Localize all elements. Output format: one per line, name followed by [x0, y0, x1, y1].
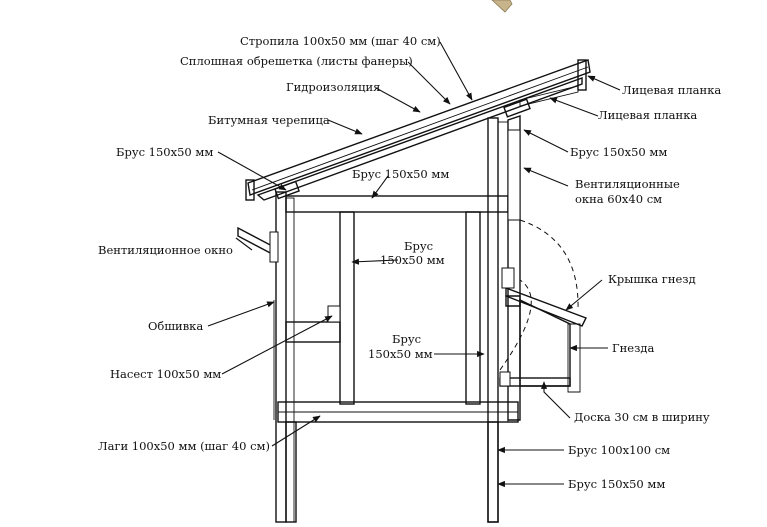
label-fascia-bottom: Лицевая планка	[598, 108, 697, 122]
nest-support	[501, 267, 515, 289]
vent-opening	[507, 129, 521, 221]
fascia-right	[577, 59, 587, 91]
label-rafters: Стропила 100х50 мм (шаг 40 см)	[240, 34, 441, 48]
leader-fascia-top	[587, 75, 621, 91]
nest-box	[519, 298, 571, 387]
labels: Стропила 100х50 мм (шаг 40 см) Сплошная …	[98, 34, 721, 491]
roof-inner-line	[251, 66, 589, 191]
vent-swing-arc	[519, 219, 579, 311]
leader-sheathing	[407, 61, 451, 105]
label-vents-line2: окна 60х40 см	[575, 192, 662, 206]
label-beam-center-line1: Брус	[404, 239, 433, 253]
leader-fascia-bottom	[549, 97, 599, 117]
leader-waterproofing	[375, 87, 421, 113]
leader-joists	[271, 415, 321, 447]
nest-board-end	[499, 371, 511, 387]
rafter-block-right	[503, 98, 531, 118]
label-vent-window: Вентиляционное окно	[98, 243, 233, 257]
leader-beam-right	[523, 129, 569, 153]
label-nests: Гнезда	[612, 341, 654, 355]
label-beam-bottom: Брус 150х50 мм	[568, 477, 665, 491]
label-nest-lid: Крышка гнезд	[608, 272, 696, 286]
leader-vents	[523, 167, 569, 187]
label-beam-100: Брус 100х100 см	[568, 443, 670, 457]
fascia-right-trim	[519, 85, 579, 107]
nests	[499, 267, 587, 393]
leader-perch	[221, 315, 333, 375]
leader-board	[540, 381, 571, 419]
nest-dash-left	[499, 279, 532, 371]
right-post	[487, 117, 499, 523]
leg-left	[285, 421, 297, 523]
right-cladding	[507, 115, 521, 421]
stud-left	[339, 211, 355, 405]
leader-beam-top	[371, 175, 389, 199]
label-beam-right: Брус 150х50 мм	[570, 145, 667, 159]
roof-slab	[247, 59, 591, 196]
rafter-layer	[256, 77, 583, 201]
top-beam	[285, 195, 509, 213]
leader-cladding	[207, 301, 275, 327]
label-sheathing: Сплошная обрешетка (листы фанеры)	[180, 54, 413, 68]
label-perch: Насест 100х50 мм	[110, 367, 221, 381]
leader-beam-center	[351, 258, 399, 265]
label-waterproofing: Гидроизоляция	[286, 80, 380, 94]
vent-window-frame	[269, 231, 279, 263]
label-board: Доска 30 см в ширину	[574, 410, 710, 424]
fascia-left	[245, 179, 255, 201]
corner-fragment	[491, 0, 513, 13]
label-joists: Лаги 100х50 мм (шаг 40 см)	[98, 439, 270, 453]
leg-right	[487, 421, 499, 523]
label-shingles: Битумная черепица	[208, 113, 330, 127]
nest-front	[567, 323, 581, 393]
perch-bar	[327, 305, 341, 323]
leader-beam-left	[217, 151, 287, 191]
vent-windows-right	[507, 129, 579, 311]
leader-nest-lid	[565, 279, 603, 311]
label-beam-top: Брус 150х50 мм	[352, 167, 449, 181]
stud-right	[465, 211, 481, 405]
label-beam-center-line2: 150х50 мм	[380, 253, 445, 267]
leader-vent-window	[235, 237, 253, 251]
label-cladding: Обшивка	[148, 319, 203, 333]
leader-rafters	[439, 41, 473, 101]
left-post-inner	[285, 197, 295, 523]
nest-lid	[505, 286, 587, 327]
leader-shingles	[327, 119, 363, 135]
label-beam-left: Брус 150х50 мм	[116, 145, 213, 159]
label-vents-line1: Вентиляционные	[575, 177, 680, 191]
leaders	[207, 41, 621, 488]
label-beam-lower-line2: 150х50 мм	[368, 347, 433, 361]
roof	[245, 59, 591, 201]
label-beam-lower-line1: Брус	[392, 332, 421, 346]
label-fascia-top: Лицевая планка	[622, 83, 721, 97]
vent-window-left	[237, 206, 279, 263]
